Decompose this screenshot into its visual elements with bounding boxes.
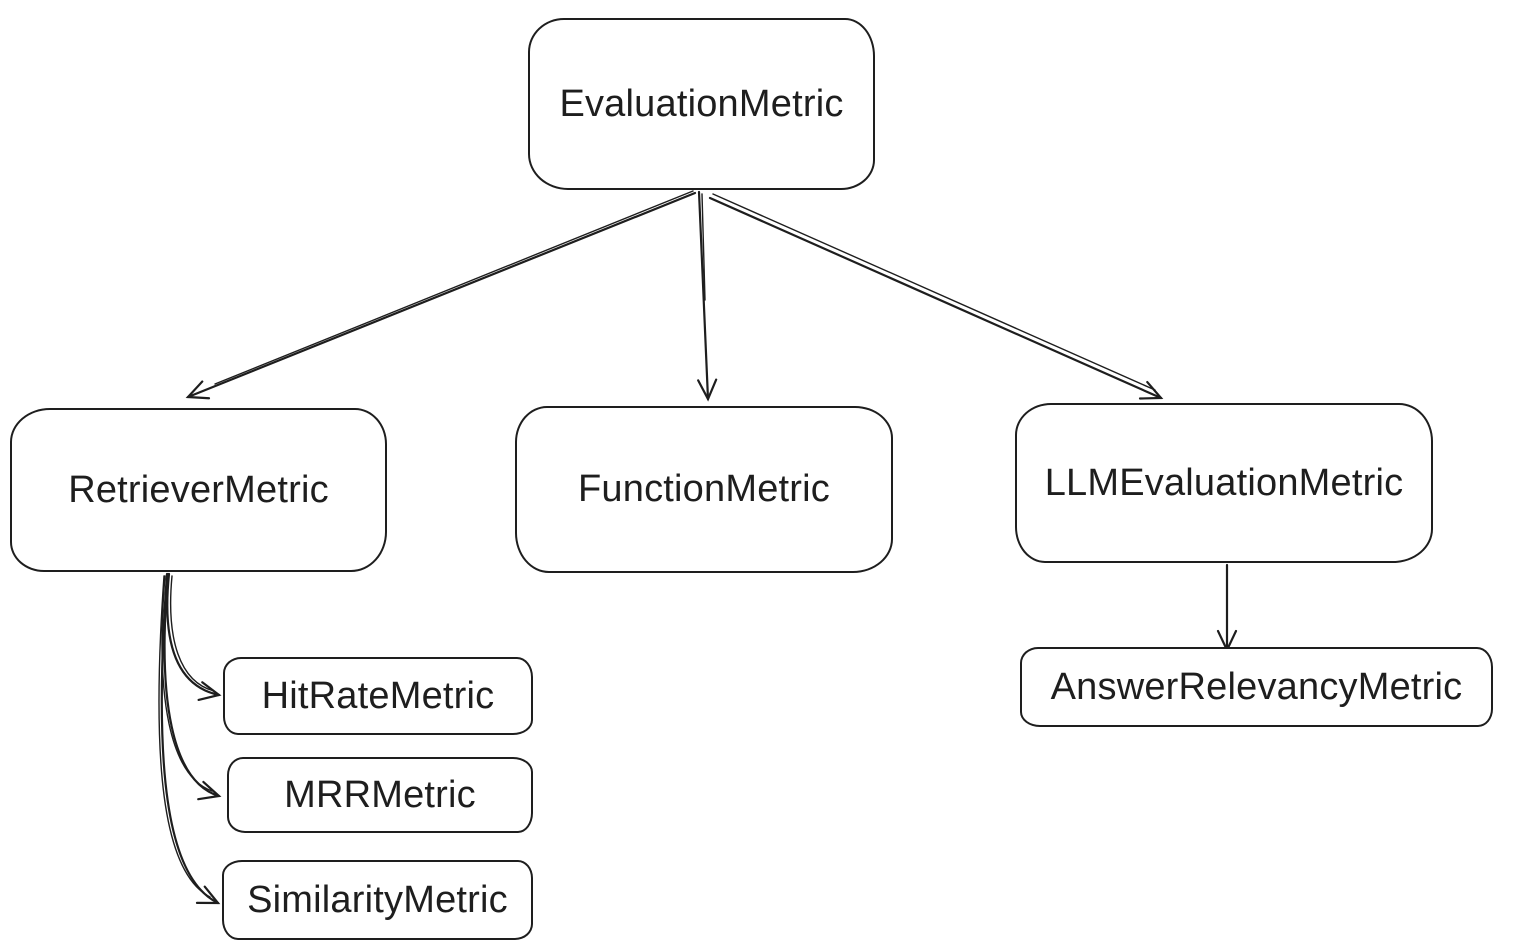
- node-retriever-metric[interactable]: RetrieverMetric: [10, 408, 387, 572]
- node-similarity-metric[interactable]: SimilarityMetric: [222, 860, 533, 940]
- node-evaluation-metric[interactable]: EvaluationMetric: [528, 18, 875, 190]
- edge-retriever-to-similarity-arrow[interactable]: [158, 572, 221, 905]
- node-function-metric[interactable]: FunctionMetric: [515, 406, 893, 573]
- node-evaluation-metric-label: EvaluationMetric: [559, 82, 844, 125]
- node-hit-rate-metric[interactable]: HitRateMetric: [223, 657, 533, 735]
- node-mrr-metric[interactable]: MRRMetric: [227, 757, 533, 833]
- node-hit-rate-metric-label: HitRateMetric: [261, 674, 495, 717]
- node-function-metric-label: FunctionMetric: [578, 468, 830, 510]
- edge-retriever-to-hitrate-arrow[interactable]: [166, 572, 222, 701]
- node-mrr-metric-label: MRRMetric: [284, 773, 476, 816]
- node-answer-relevancy-metric[interactable]: AnswerRelevancyMetric: [1020, 647, 1493, 727]
- edge-evaluation-to-llm-arrow[interactable]: [708, 193, 1164, 400]
- node-similarity-metric-label: SimilarityMetric: [247, 878, 508, 921]
- node-llm-evaluation-metric-label: LLMEvaluationMetric: [1044, 461, 1404, 504]
- node-retriever-metric-label: RetrieverMetric: [68, 468, 329, 511]
- edge-evaluation-to-function-arrow[interactable]: [697, 190, 718, 402]
- node-llm-evaluation-metric[interactable]: LLMEvaluationMetric: [1015, 403, 1433, 563]
- edge-evaluation-to-retriever-arrow[interactable]: [185, 190, 697, 400]
- node-answer-relevancy-metric-label: AnswerRelevancyMetric: [1050, 665, 1463, 708]
